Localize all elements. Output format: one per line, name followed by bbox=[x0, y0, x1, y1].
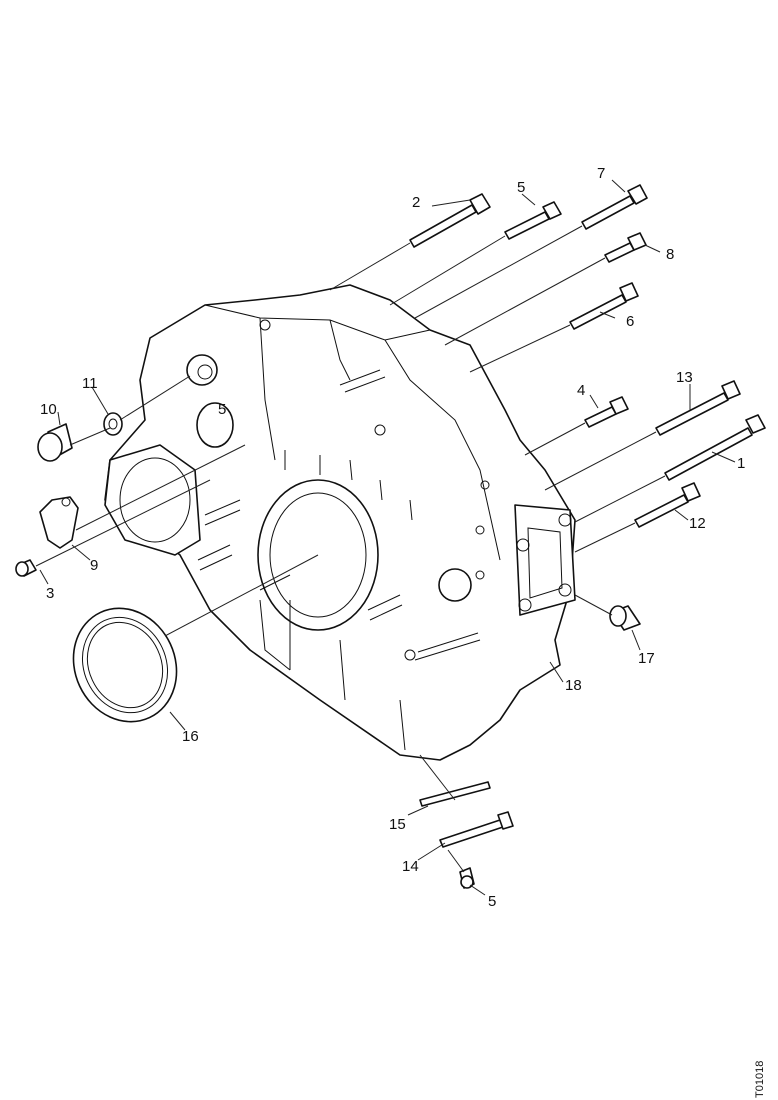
callout-9: 9 bbox=[90, 557, 98, 574]
callout-16: 16 bbox=[182, 728, 199, 745]
callout-2: 2 bbox=[412, 194, 420, 211]
callout-labels: 2 5 7 8 6 4 13 1 12 17 18 10 11 5 9 3 16… bbox=[40, 165, 745, 910]
callout-18: 18 bbox=[565, 677, 582, 694]
bolt-12 bbox=[634, 482, 701, 528]
seal-ring-16 bbox=[72, 607, 178, 723]
plug-10 bbox=[37, 423, 73, 462]
screw-3 bbox=[15, 559, 37, 577]
callout-10: 10 bbox=[40, 401, 57, 418]
cover-plate-9 bbox=[39, 496, 79, 549]
bolt-6 bbox=[569, 282, 639, 330]
callout-12: 12 bbox=[689, 515, 706, 532]
callout-8: 8 bbox=[666, 246, 674, 263]
bolt-7 bbox=[581, 184, 648, 230]
bolt-13 bbox=[655, 380, 741, 436]
callout-4: 4 bbox=[577, 382, 585, 399]
callout-5-lower: 5 bbox=[488, 893, 496, 910]
screw-5-lower bbox=[459, 867, 475, 889]
callout-1: 1 bbox=[737, 455, 745, 472]
bolt-2 bbox=[409, 193, 491, 248]
callout-5-mid: 5 bbox=[218, 401, 226, 418]
document-id-text: T01018 bbox=[754, 1060, 766, 1098]
bolt-5-upper bbox=[504, 201, 562, 240]
callout-5: 5 bbox=[517, 179, 525, 196]
callout-6: 6 bbox=[626, 313, 634, 330]
washer-11 bbox=[103, 412, 123, 436]
bolt-1 bbox=[664, 414, 766, 481]
leader-lines bbox=[35, 179, 736, 896]
pin-15 bbox=[419, 781, 491, 807]
callout-14: 14 bbox=[402, 858, 419, 875]
flywheel-housing bbox=[104, 284, 576, 761]
bolt-4 bbox=[584, 396, 629, 428]
callout-15: 15 bbox=[389, 816, 406, 833]
callout-11: 11 bbox=[82, 375, 98, 392]
callout-3: 3 bbox=[46, 585, 54, 602]
callout-13: 13 bbox=[676, 369, 693, 386]
callout-7: 7 bbox=[597, 165, 605, 182]
bolt-14 bbox=[439, 811, 514, 848]
bolt-8 bbox=[604, 232, 647, 263]
document-id: T01018 bbox=[752, 1050, 772, 1098]
sleeve-17 bbox=[609, 605, 641, 631]
callout-17: 17 bbox=[638, 650, 655, 667]
